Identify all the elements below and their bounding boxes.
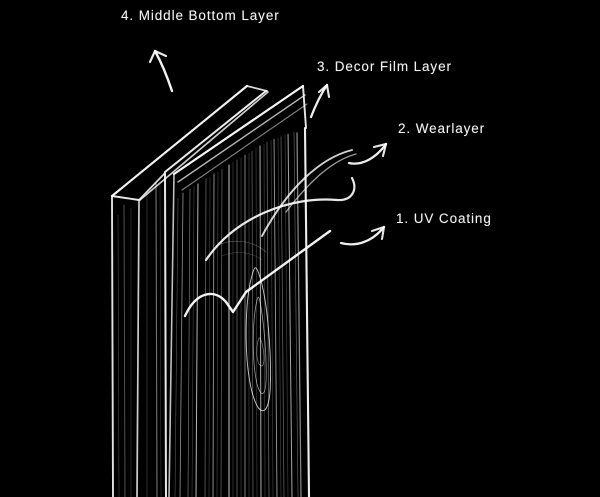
back-slab-group bbox=[110, 84, 269, 497]
woodgrain-group bbox=[174, 128, 299, 497]
back-slab-right-edge bbox=[164, 173, 167, 497]
callout-label-decor-film-layer: 3. Decor Film Layer bbox=[317, 59, 452, 74]
back-slab-inner-edge bbox=[136, 200, 140, 497]
leader-lines-group bbox=[183, 149, 357, 318]
callout-label-wearlayer: 2. Wearlayer bbox=[398, 121, 486, 136]
woodgrain-knot-inner bbox=[252, 296, 267, 394]
panel-top-edge-2 bbox=[177, 94, 306, 183]
back-slab-top-left-edge bbox=[111, 195, 140, 201]
panel-top-edge-3 bbox=[181, 103, 308, 191]
woodgrain-arc-2 bbox=[221, 252, 263, 261]
arrow-wearlayer bbox=[347, 142, 388, 165]
back-slab-left-edge bbox=[111, 196, 114, 497]
arrow-decor-film-layer bbox=[309, 83, 331, 119]
leader-line-uv-coating bbox=[183, 229, 332, 318]
back-slab-shade-line bbox=[155, 182, 158, 497]
back-slab-shade-line-2 bbox=[123, 204, 126, 497]
panel-right-inner-edge bbox=[296, 132, 302, 497]
callout-label-uv-coating: 1. UV Coating bbox=[396, 211, 492, 226]
panel-left-edge bbox=[168, 173, 175, 497]
arrow-uv-coating bbox=[339, 225, 386, 246]
back-slab-top-crease bbox=[139, 91, 269, 201]
woodgrain-knot-core bbox=[256, 337, 265, 367]
arrow-middle-bottom-layer bbox=[148, 49, 174, 93]
woodgrain-knot-outer bbox=[245, 267, 271, 412]
back-slab-top-right-edge bbox=[246, 85, 268, 92]
leader-line-decor bbox=[285, 153, 357, 213]
callout-arrows-group bbox=[148, 49, 388, 246]
front-panel-group bbox=[168, 84, 311, 497]
panel-right-top-edge bbox=[302, 85, 307, 129]
slab-grain-group bbox=[117, 184, 162, 497]
leader-line-wearlayer-2 bbox=[261, 149, 353, 237]
back-slab-top-front-edge bbox=[164, 90, 267, 173]
back-slab-top-bevel bbox=[138, 172, 166, 201]
panel-top-edge bbox=[172, 84, 305, 176]
leader-line-wearlayer bbox=[204, 176, 356, 262]
callout-label-middle-bottom-layer: 4. Middle Bottom Layer bbox=[121, 8, 280, 23]
back-slab-top-back-edge bbox=[110, 84, 249, 198]
